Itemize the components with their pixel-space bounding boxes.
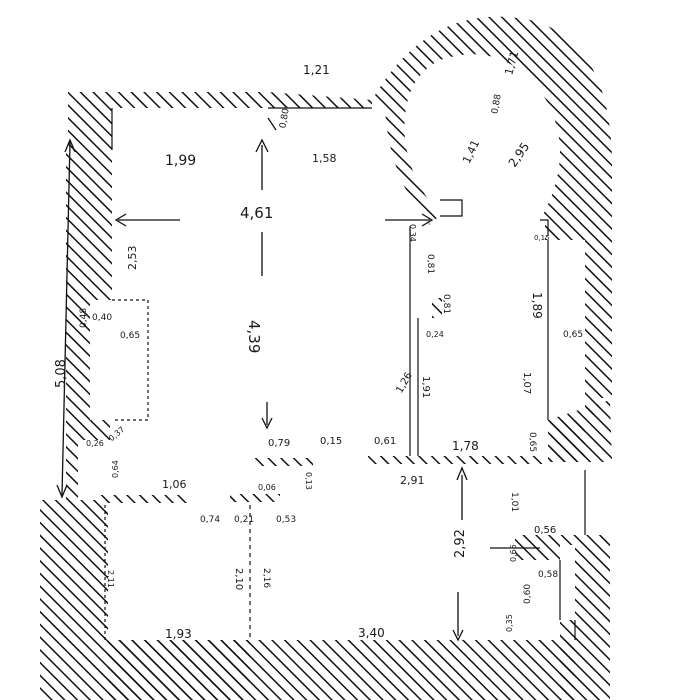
dim-m-0-79: 0,79	[268, 438, 290, 449]
dim-b-0-06: 0,06	[258, 483, 276, 492]
dim-b-0-35: 0,35	[505, 614, 514, 632]
walls	[40, 16, 612, 700]
dim-length-4-39: 4,39	[245, 320, 263, 353]
dim-b-0-74: 0,74	[200, 515, 220, 525]
wall-partition-mid	[368, 456, 543, 464]
dim-b-0-65: 0,65	[509, 544, 518, 562]
dim-l-0-64: 0,64	[111, 460, 120, 478]
wall-bottom-right	[560, 535, 610, 700]
wall-left	[66, 150, 112, 500]
wall-top-left	[68, 92, 268, 150]
dim-bay-0-88: 0,88	[490, 93, 503, 115]
dim-b-2-16: 2,16	[261, 568, 271, 588]
dim-room-1-58: 1,58	[312, 152, 337, 165]
wall-partition-small	[230, 494, 280, 502]
dim-total-5-08: 5,08	[54, 359, 69, 388]
dim-b-2-10: 2,10	[233, 568, 244, 590]
room-outlines	[104, 107, 586, 640]
dim-top-1-21: 1,21	[303, 63, 330, 77]
wall-pillar	[432, 298, 442, 318]
dim-m-2-91: 2,91	[400, 474, 425, 487]
dim-m-0-61: 0,61	[374, 436, 396, 447]
dimension-arrows	[56, 117, 468, 642]
dim-l-0-40: 0,40	[92, 313, 112, 323]
dim-l-0-26: 0,26	[86, 439, 104, 448]
wall-partition-center	[255, 458, 313, 466]
wall-bay-window	[372, 16, 612, 360]
dim-c-1-07: 1,07	[521, 372, 532, 394]
dim-b-0-13: 0,13	[304, 472, 313, 490]
dim-r-1-89: 1,89	[530, 292, 544, 319]
dim-room-1-99: 1,99	[165, 153, 196, 169]
dim-left-2-53: 2,53	[126, 246, 139, 271]
dim-m-1-78: 1,78	[452, 439, 479, 453]
dim-b-0-56: 0,56	[534, 525, 556, 536]
dim-b-1-93: 1,93	[165, 627, 192, 641]
dim-r-0-34: 0,34	[408, 224, 417, 242]
wall-right-lower	[548, 400, 612, 462]
dim-r-0-65a: 0,65	[563, 330, 583, 340]
dim-b-2-92: 2,92	[453, 529, 468, 558]
dim-b-0-60: 0,60	[523, 584, 533, 604]
dim-l-0-65: 0,65	[120, 331, 140, 341]
wall-top-center	[268, 92, 372, 108]
dim-b-1-01: 1,01	[509, 492, 519, 512]
dim-l-0-48: 0,48	[79, 308, 89, 328]
dim-c-0-65b: 0,65	[527, 432, 537, 452]
wall-bottom	[108, 640, 575, 700]
dim-b-3-40: 3,40	[358, 626, 385, 640]
dim-b-0-53: 0,53	[276, 515, 296, 525]
dim-bay-2-95: 2,95	[506, 140, 533, 170]
dim-b-2-11: 2,11	[106, 570, 115, 588]
dim-c-1-26: 1,26	[394, 371, 415, 396]
dim-door-0-80: 0,80	[278, 107, 291, 129]
dim-width-4-61: 4,61	[240, 204, 273, 222]
dim-c-1-91: 1,91	[420, 376, 431, 398]
dim-r-0-81a: 0,81	[425, 254, 435, 274]
wall-partition-left	[100, 495, 188, 503]
dim-r-0-81b: 0,81	[441, 294, 451, 314]
dim-r-0-24: 0,24	[426, 330, 444, 339]
dim-b-0-21: 0,21	[234, 515, 254, 525]
dim-r-0-15: 0,15	[534, 234, 550, 242]
dim-bay-1-41: 1,41	[460, 138, 482, 166]
dim-b-1-06: 1,06	[162, 478, 187, 491]
dim-b-0-58: 0,58	[538, 570, 558, 580]
dim-m-0-15: 0,15	[320, 436, 342, 447]
dim-bay-1-71: 1,71	[502, 50, 521, 77]
dimension-labels: 1,21 1,71 0,88 1,41 2,95 1,99 1,58 0,80 …	[54, 50, 583, 641]
